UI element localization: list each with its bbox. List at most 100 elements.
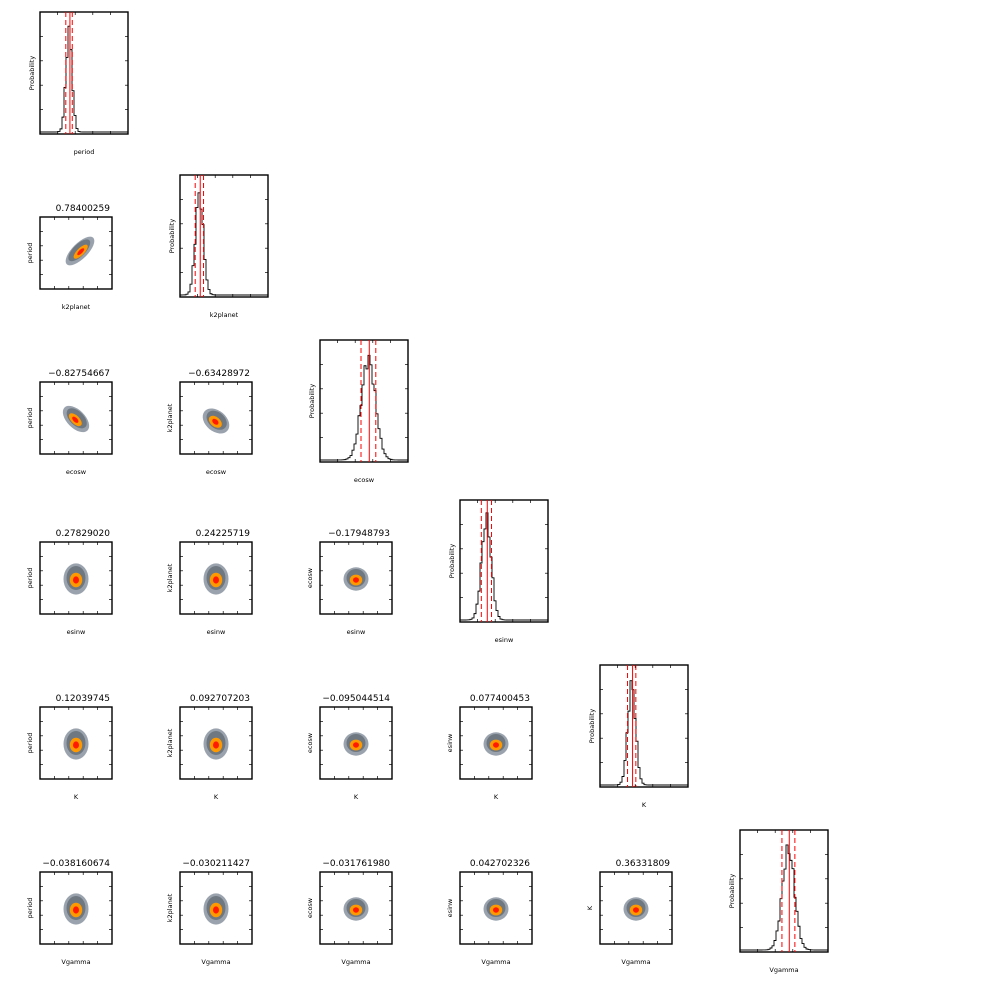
core-contour [633,907,639,913]
diagonal-xlabel: period [74,148,95,156]
histogram-steps [600,680,688,786]
histogram-steps [179,192,268,296]
contour-panel-ecosw-period: −0.82754667 period ecosw [26,369,113,476]
diagonal-ylabel: Probability [28,56,36,91]
correlation-coefficient: 0.24225719 [196,529,251,539]
panel-frame [319,871,393,945]
core-contour [353,907,359,913]
core-contour [213,576,219,584]
panel-ylabel: period [26,408,34,429]
correlation-coefficient: −0.031761980 [322,859,390,869]
diagonal-xlabel: Vgamma [769,966,798,974]
histogram-panel-esinw: Probability esinw [448,499,549,644]
panel-frame [179,871,253,945]
diagonal-ylabel: Probability [308,384,316,419]
correlation-coefficient: −0.82754667 [48,369,110,379]
panel-frame [599,871,673,945]
core-contour [213,741,219,749]
panel-xlabel: ecosw [66,468,87,476]
core-contour [493,907,499,913]
panel-xlabel: esinw [207,628,226,636]
panel-frame [179,706,253,780]
panel-ylabel: period [26,568,34,589]
core-contour [73,576,79,584]
panel-ylabel: K [586,905,594,910]
diagonal-xlabel: esinw [495,636,514,644]
panel-xlabel: ecosw [206,468,227,476]
panel-frame [319,706,393,780]
panel-ylabel: period [26,733,34,754]
correlation-coefficient: 0.042702326 [470,859,530,869]
panel-xlabel: Vgamma [621,958,650,966]
panel-xlabel: K [494,793,499,801]
panel-ylabel: ecosw [306,567,314,588]
diagonal-xlabel: K [642,801,647,809]
correlation-coefficient: −0.038160674 [42,859,110,869]
panel-frame [179,174,269,298]
panel-ylabel: k2planet [166,728,174,757]
histogram-panel-k2planet: Probability k2planet [168,174,269,319]
panel-frame [179,541,253,615]
panel-frame [319,339,409,463]
panel-xlabel: k2planet [62,303,91,311]
panel-ylabel: period [26,898,34,919]
panel-xlabel: K [74,793,79,801]
core-contour [73,741,79,749]
correlation-coefficient: 0.36331809 [616,859,671,869]
correlation-coefficient: −0.030211427 [182,859,250,869]
core-contour [493,742,499,748]
histogram-steps [740,844,828,951]
histogram-steps [40,25,128,133]
panel-frame [39,541,113,615]
correlation-coefficient: 0.78400259 [56,204,111,214]
panel-ylabel: esinw [446,898,454,917]
diagonal-ylabel: Probability [588,709,596,744]
histogram-steps [460,512,548,621]
core-contour [77,248,85,256]
panel-frame [39,871,113,945]
core-contour [353,742,359,748]
diagonal-ylabel: Probability [728,874,736,909]
diagonal-xlabel: k2planet [210,311,239,319]
panel-ylabel: ecosw [306,897,314,918]
correlation-coefficient: 0.092707203 [190,694,250,704]
diagonal-ylabel: Probability [168,219,176,254]
panel-ylabel: k2planet [166,403,174,432]
diagonal-xlabel: ecosw [354,476,375,484]
panel-ylabel: k2planet [166,893,174,922]
panel-frame [319,541,393,615]
panel-frame [459,871,533,945]
histogram-steps [320,354,408,461]
panel-frame [39,11,129,135]
correlation-coefficient: 0.077400453 [470,694,530,704]
panel-ylabel: k2planet [166,563,174,592]
core-contour [353,577,359,583]
histogram-panel-ecosw: Probability ecosw [308,339,409,484]
panel-xlabel: K [214,793,219,801]
diagonal-ylabel: Probability [448,544,456,579]
panel-xlabel: Vgamma [481,958,510,966]
core-contour [72,416,79,423]
panel-xlabel: K [354,793,359,801]
correlation-coefficient: −0.17948793 [328,529,390,539]
panel-ylabel: esinw [446,733,454,752]
panel-frame [739,829,829,953]
panel-xlabel: Vgamma [61,958,90,966]
panel-frame [39,216,113,290]
